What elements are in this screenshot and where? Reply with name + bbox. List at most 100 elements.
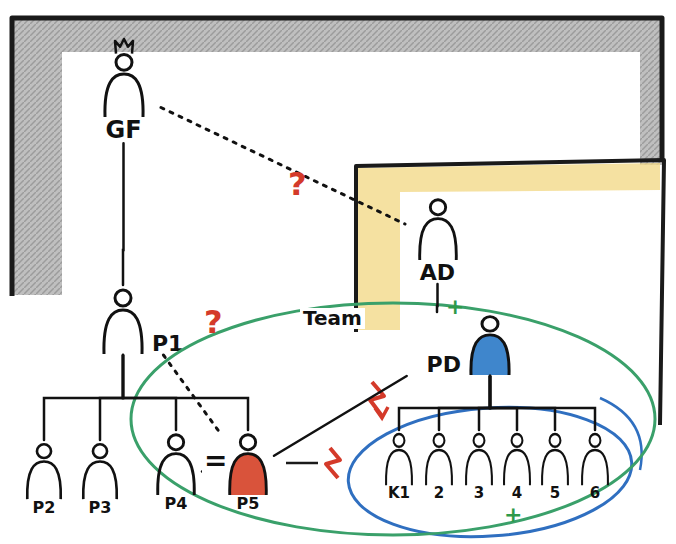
edge-label: + — [446, 296, 464, 318]
edge-label: ? — [288, 168, 307, 200]
person-head — [394, 434, 405, 447]
person-label: AD — [420, 261, 455, 284]
connector-line — [490, 376, 595, 430]
organisation-frame — [12, 18, 662, 295]
connector-line — [439, 376, 490, 430]
person-head — [482, 317, 498, 332]
person-node: P5 — [222, 430, 274, 513]
person-node: 3 — [460, 430, 498, 502]
person-body — [27, 461, 61, 499]
person-figure — [578, 430, 612, 486]
person-figure — [224, 430, 272, 496]
person-figure — [462, 430, 496, 486]
person-head — [512, 434, 523, 447]
person-label: GF — [105, 118, 141, 143]
person-figure — [422, 430, 456, 486]
partner-frame-fill — [358, 163, 660, 330]
person-node: 5 — [536, 430, 574, 502]
person-figure — [22, 440, 66, 500]
person-label: 6 — [590, 486, 600, 502]
person-label: K1 — [388, 486, 410, 502]
person-figure — [465, 312, 515, 376]
person-body — [471, 335, 509, 375]
connector-line — [123, 355, 248, 430]
connector-line — [274, 376, 407, 456]
person-body — [542, 450, 568, 485]
connector-line — [490, 376, 517, 430]
person-head — [116, 55, 132, 71]
person-body — [466, 450, 492, 485]
person-body — [104, 74, 142, 117]
person-head — [240, 435, 255, 450]
person-head — [168, 435, 183, 450]
person-figure — [98, 285, 148, 355]
person-head — [115, 290, 131, 306]
connector-line — [44, 355, 123, 440]
connector-line — [122, 143, 125, 285]
person-node: 2 — [420, 430, 458, 502]
edge-label: = — [202, 447, 229, 475]
group-label: Team — [300, 308, 365, 329]
person-label: 2 — [434, 486, 444, 502]
connector-line — [100, 355, 123, 440]
person-figure — [99, 36, 149, 118]
person-node: 6 — [576, 430, 614, 502]
person-label: 5 — [550, 486, 560, 502]
partner-frame-border — [356, 160, 664, 425]
person-figure — [538, 430, 572, 486]
person-label: 4 — [512, 486, 522, 502]
person-body — [386, 450, 412, 485]
person-node: P2 — [18, 440, 70, 517]
connector-line — [399, 376, 490, 430]
person-label: 3 — [474, 486, 484, 502]
person-node: P1 — [98, 285, 178, 355]
edge-label: ? — [204, 306, 223, 338]
person-figure — [382, 430, 416, 486]
conflict-line — [286, 462, 318, 465]
person-node: P4 — [150, 430, 202, 513]
conflict-arrowhead — [375, 407, 388, 418]
group-ellipse — [344, 398, 636, 544]
person-label: P4 — [165, 496, 188, 513]
person-body — [504, 450, 530, 485]
team-ellipse-outline — [131, 303, 655, 535]
connector-line — [436, 284, 439, 312]
person-body — [104, 310, 142, 354]
person-head — [37, 444, 51, 458]
person-head — [590, 434, 601, 447]
person-node: PD — [405, 312, 515, 376]
person-body — [230, 454, 267, 495]
frame-border — [12, 18, 662, 296]
dotted-connector — [163, 355, 222, 436]
person-figure — [414, 195, 462, 261]
person-body — [582, 450, 608, 485]
dotted-connector — [161, 108, 405, 225]
connector-line — [490, 376, 555, 430]
connector-line — [123, 355, 176, 430]
person-head — [430, 200, 445, 215]
person-label: P2 — [33, 500, 56, 517]
crown-symbol — [115, 39, 133, 54]
person-figure — [78, 440, 122, 500]
person-node: AD — [405, 195, 470, 284]
person-head — [434, 434, 445, 447]
person-body — [158, 454, 195, 495]
person-body — [83, 461, 117, 499]
person-node: P3 — [74, 440, 126, 517]
person-label: PD — [427, 353, 461, 376]
person-body — [419, 219, 456, 260]
connector-line — [479, 376, 490, 430]
person-figure — [500, 430, 534, 486]
person-body — [426, 450, 452, 485]
person-label: P5 — [237, 496, 260, 513]
person-node: 4 — [498, 430, 536, 502]
person-head — [93, 444, 107, 458]
note-label: + — [504, 504, 522, 526]
person-head — [550, 434, 561, 447]
person-node: K1 — [380, 430, 418, 502]
conflict-symbol — [326, 448, 340, 478]
person-label: P3 — [89, 500, 112, 517]
person-head — [474, 434, 485, 447]
